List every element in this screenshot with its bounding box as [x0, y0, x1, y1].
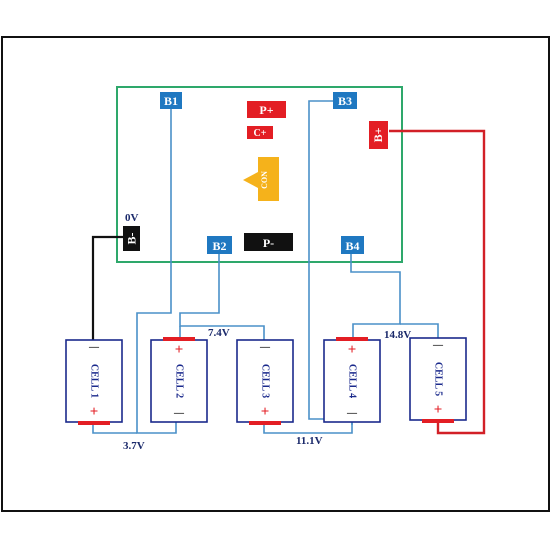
cell-plus-sign: +: [348, 342, 357, 358]
pad-b-minus-label: B-: [125, 232, 139, 244]
wire-14v8: [400, 323, 439, 338]
cell-minus-sign: —: [432, 340, 444, 351]
cell-label: CELL 4: [347, 364, 358, 398]
cell-body: [236, 339, 294, 423]
pad-b-plus-label: B+: [371, 127, 385, 142]
pad-p-minus[interactable]: P-: [244, 233, 293, 251]
cells: + — CELL 1 + — CELL 2 + — CELL 3 + — CELL 4 + — CELL 5: [65, 337, 467, 425]
pad-b1-label: B1: [164, 94, 178, 108]
pad-p-plus-label: P+: [259, 103, 273, 117]
cell-minus-sign: —: [173, 408, 185, 419]
wires: [91, 100, 486, 435]
wire-cell1-cell2: [92, 423, 137, 434]
cell-label: CELL 5: [433, 362, 444, 396]
cell-minus-sign: —: [346, 408, 358, 419]
pad-c-plus[interactable]: C+: [247, 126, 273, 139]
cell-plus-sign: +: [90, 404, 99, 420]
cell-plus-sign: +: [261, 404, 270, 420]
con-connector[interactable]: CON: [243, 157, 279, 201]
voltage-label-3v7: 3.7V: [123, 440, 145, 452]
wire-b2: [179, 253, 265, 340]
cell-plus-sign: +: [175, 342, 184, 358]
cell-positive-terminal: [336, 337, 368, 341]
wire-b-plus[interactable]: [389, 129, 486, 435]
cell-label: CELL 3: [260, 364, 271, 398]
wire-b1: [136, 107, 177, 434]
pad-b4[interactable]: B4: [341, 236, 364, 254]
cell-5[interactable]: + — CELL 5: [409, 337, 467, 423]
cell-minus-sign: —: [88, 342, 100, 353]
pad-b3-label: B3: [338, 94, 352, 108]
pad-b-minus[interactable]: B-: [123, 226, 140, 251]
pad-b1[interactable]: B1: [160, 92, 182, 109]
cell-3[interactable]: + — CELL 3: [236, 339, 294, 425]
voltage-label-11v1: 11.1V: [296, 435, 323, 447]
bms-board: [116, 86, 403, 263]
cell-1[interactable]: + — CELL 1: [65, 339, 123, 425]
pad-b2-label: B2: [212, 239, 226, 253]
cell-4[interactable]: + — CELL 4: [323, 337, 381, 423]
cell-body: [323, 339, 381, 423]
voltage-label-7v4: 7.4V: [208, 327, 230, 339]
wire-b4: [350, 253, 401, 338]
cell-label: CELL 2: [174, 364, 185, 398]
cell-positive-terminal: [78, 421, 110, 425]
pad-b-plus[interactable]: B+: [369, 121, 388, 149]
outer-frame: [1, 36, 550, 512]
pad-p-plus[interactable]: P+: [247, 101, 286, 118]
pad-b3[interactable]: B3: [333, 92, 357, 109]
voltage-label-0v: 0V: [125, 212, 139, 224]
con-connector-label: CON: [260, 171, 269, 189]
cell-body: [150, 339, 208, 423]
cell-label: CELL 1: [89, 364, 100, 398]
pad-c-plus-label: C+: [254, 128, 267, 139]
cell-body: [409, 337, 467, 421]
cell-plus-sign: +: [434, 402, 443, 418]
wire-b-minus[interactable]: [91, 235, 123, 340]
cell-2[interactable]: + — CELL 2: [150, 337, 208, 423]
cell-positive-terminal: [249, 421, 281, 425]
pad-b2[interactable]: B2: [207, 236, 232, 254]
voltage-label-14v8: 14.8V: [384, 329, 411, 341]
pad-p-minus-label: P-: [263, 236, 274, 250]
cell-positive-terminal: [163, 337, 195, 341]
cell-minus-sign: —: [259, 342, 271, 353]
cell-body: [65, 339, 123, 423]
cell-positive-terminal: [422, 419, 454, 423]
pad-b4-label: B4: [345, 239, 359, 253]
